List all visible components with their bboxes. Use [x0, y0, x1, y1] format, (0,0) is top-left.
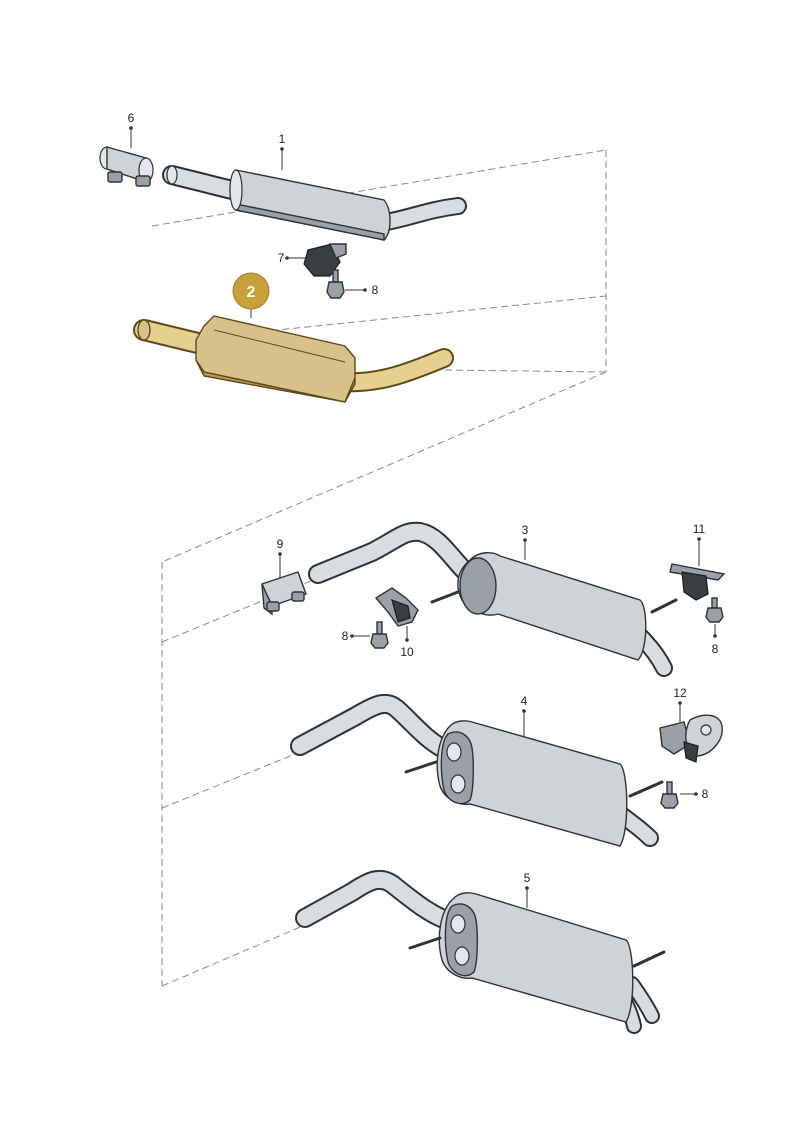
callout-11-label: 11: [693, 522, 706, 536]
callout-1-label: 1: [279, 132, 286, 146]
callout-9: 9: [277, 537, 284, 578]
callout-8-c: 8: [712, 624, 719, 656]
callout-8-b: 8: [342, 629, 370, 643]
hanger-part-12: [659, 714, 723, 763]
rear-silencer-part-5: [295, 869, 666, 1034]
rear-silencer-part-4: [290, 693, 664, 847]
callout-10-label: 10: [400, 645, 414, 659]
callout-4-label: 4: [521, 694, 528, 708]
callout-6-label: 6: [128, 111, 135, 125]
hanger-part-11: [669, 563, 726, 601]
callout-5-label: 5: [524, 871, 531, 885]
clamp-part-9: [261, 571, 307, 616]
callout-7-label: 7: [278, 251, 285, 265]
callout-3-label: 3: [522, 523, 529, 537]
front-silencer-part-1: [162, 165, 467, 241]
callout-2-highlighted: 2: [232, 272, 270, 318]
callout-8-d: 8: [680, 787, 709, 801]
callout-4: 4: [521, 694, 528, 736]
callout-1: 1: [279, 132, 286, 170]
clamp-part-6: [99, 146, 154, 187]
callout-5: 5: [524, 871, 531, 908]
bolt-part-8-c: [705, 597, 724, 623]
callout-11: 11: [693, 522, 706, 566]
callout-7: 7: [278, 251, 306, 265]
callout-8-b-label: 8: [342, 629, 349, 643]
callout-2-label: 2: [247, 284, 256, 301]
callout-8-d-label: 8: [702, 787, 709, 801]
assembly-frame-rear: [161, 562, 319, 987]
callout-9-label: 9: [277, 537, 284, 551]
callout-10: 10: [400, 626, 414, 659]
callout-8-a-label: 8: [372, 283, 379, 297]
front-pipe-part-2-highlighted: [133, 315, 454, 403]
callout-8-a: 8: [345, 283, 379, 297]
bolt-part-8-b: [370, 621, 389, 649]
callout-12: 12: [673, 686, 687, 722]
callout-3: 3: [522, 523, 529, 560]
hanger-part-7: [303, 243, 347, 277]
callout-6: 6: [128, 111, 135, 148]
callout-8-c-label: 8: [712, 642, 719, 656]
hanger-part-10: [374, 587, 419, 627]
highlight-badge: [232, 272, 270, 310]
assembly-frame-front: [151, 149, 607, 563]
rear-silencer-part-3: [308, 521, 678, 677]
callout-12-label: 12: [673, 686, 687, 700]
bolt-part-8-a: [326, 269, 345, 299]
bolt-part-8-d: [660, 781, 679, 809]
